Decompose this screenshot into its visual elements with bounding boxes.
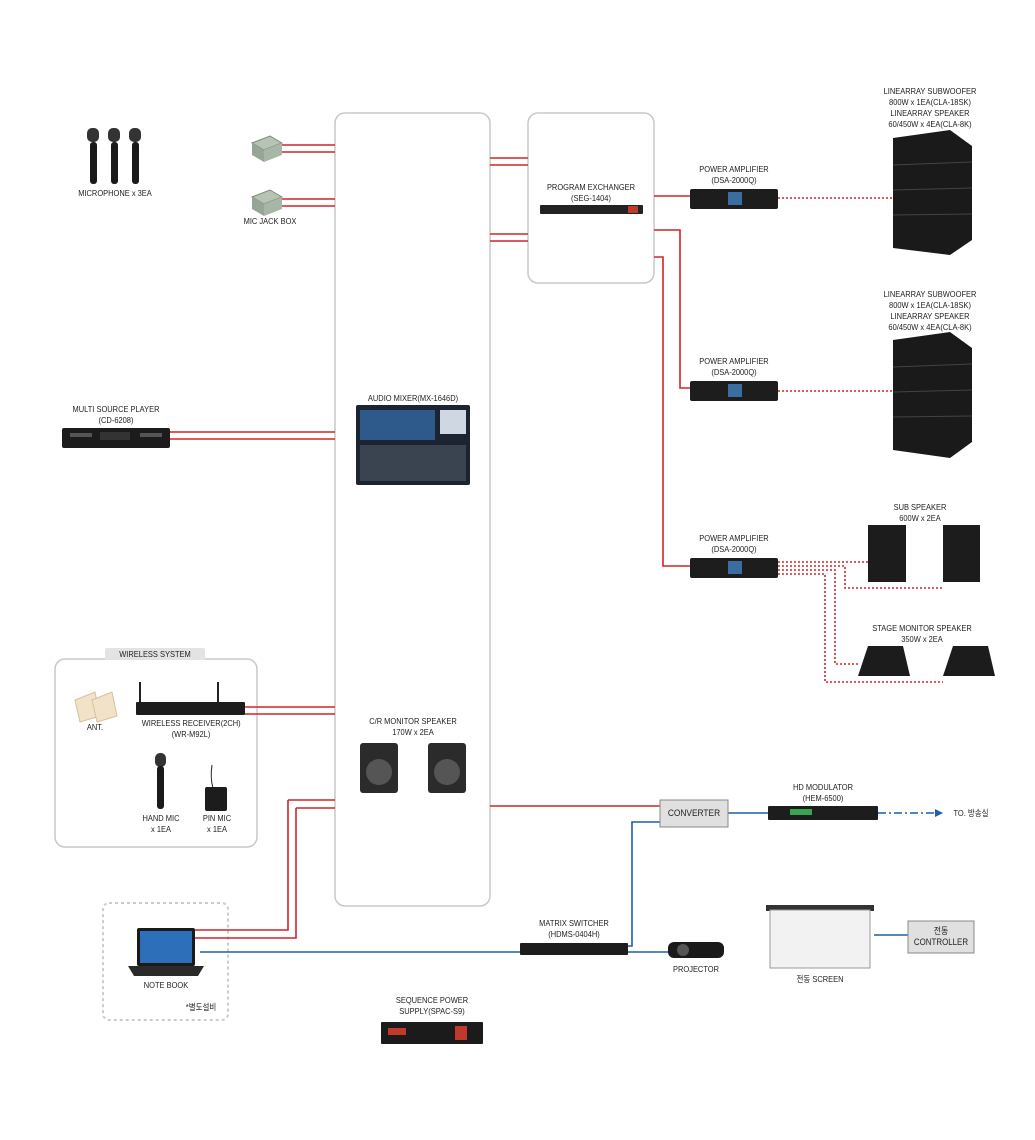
converter-box xyxy=(659,799,729,828)
label-power-amplifier-3: POWER AMPLIFIER(DSA-2000Q) xyxy=(699,533,769,554)
stage-monitor-icon xyxy=(858,646,995,676)
audio-mixer-rack-frame xyxy=(334,112,491,907)
notebook-icon xyxy=(128,928,204,976)
video-lines xyxy=(200,809,943,953)
label-screen: 전동 SCREEN xyxy=(796,974,844,984)
label-mic-jack-box: MIC JACK BOX xyxy=(243,216,297,226)
monitor-speaker-icon xyxy=(360,743,466,793)
speaker-lines xyxy=(778,197,943,683)
label-power-amplifier-1: POWER AMPLIFIER(DSA-2000Q) xyxy=(699,164,769,185)
sequence-power-supply-icon xyxy=(381,1022,483,1044)
label-to-broadcast: TO. 방송실 xyxy=(953,808,989,818)
label-microphone: MICROPHONE x 3EA xyxy=(78,188,152,198)
label-audio-mixer: AUDIO MIXER(MX-1646D) xyxy=(367,393,459,403)
hand-mic-icon xyxy=(155,753,166,809)
label-program-exchanger: PROGRAM EXCHANGER(SEG-1404) xyxy=(546,182,636,203)
program-exchanger-frame xyxy=(527,112,655,284)
audio-mixer-icon xyxy=(356,405,470,485)
antenna-icon xyxy=(74,691,118,723)
multi-source-player-icon xyxy=(62,428,170,448)
pin-mic-icon xyxy=(205,764,227,811)
projector-icon xyxy=(668,942,724,958)
label-hd-modulator: HD MODULATOR(HEM-6500) xyxy=(792,782,853,803)
projection-screen-icon xyxy=(766,905,874,969)
label-matrix-switcher: MATRIX SWITCHER(HDMS-0404H) xyxy=(539,918,609,939)
controller-box xyxy=(907,920,975,954)
wireless-system-tab xyxy=(105,648,205,660)
label-power-amplifier-2: POWER AMPLIFIER(DSA-2000Q) xyxy=(699,356,769,377)
label-separate-equipment: *별도설비 xyxy=(185,1002,217,1012)
notebook-frame xyxy=(102,902,229,1021)
mic-jack-box-icon xyxy=(250,135,284,216)
matrix-switcher-icon xyxy=(520,943,628,955)
linearray-speaker-icon xyxy=(892,130,973,458)
label-projector: PROJECTOR xyxy=(672,964,720,974)
program-exchanger-icon xyxy=(540,205,643,214)
wireless-receiver-icon xyxy=(136,682,245,715)
label-note-book: NOTE BOOK xyxy=(143,980,189,990)
label-wireless-system: WIRELESS SYSTEM xyxy=(119,649,191,659)
power-amplifier-icon xyxy=(690,189,778,578)
label-wireless-receiver: WIRELESS RECEIVER(2CH)(WR-M92L) xyxy=(141,718,241,739)
label-ant: ANT. xyxy=(86,722,104,732)
sub-speaker-icon xyxy=(868,525,980,582)
hd-modulator-icon xyxy=(768,806,878,820)
microphone-icon xyxy=(87,128,141,184)
label-converter: CONVERTER xyxy=(667,808,721,819)
audio-lines xyxy=(170,144,690,939)
label-multi-source-player: MULTI SOURCE PLAYER(CD-6208) xyxy=(72,404,160,425)
